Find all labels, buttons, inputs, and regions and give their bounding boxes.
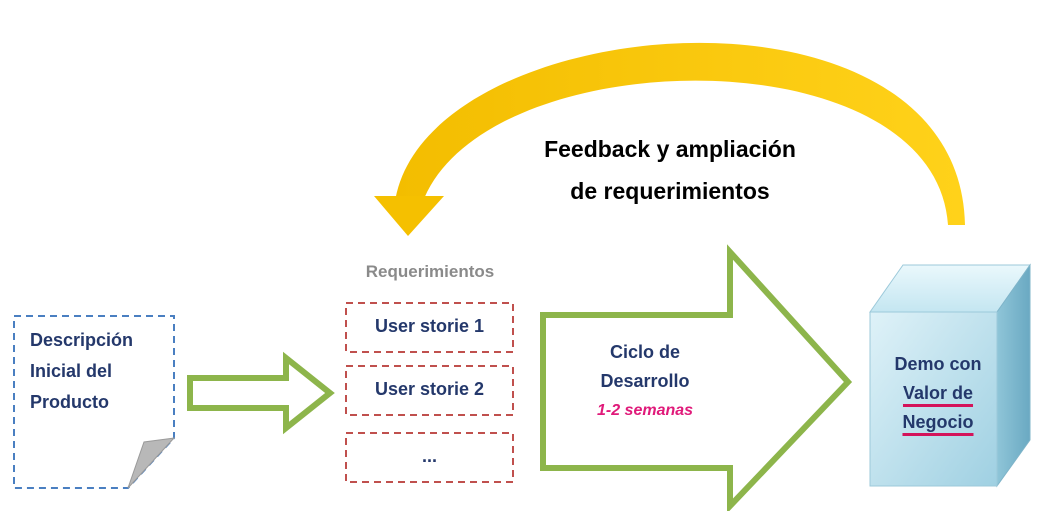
feedback-arrow bbox=[374, 42, 965, 236]
development-cycle-arrow bbox=[540, 244, 853, 511]
user-story-2-label: User storie 2 bbox=[374, 379, 485, 399]
feedback-label: Feedback y ampliación de requerimientos bbox=[470, 128, 870, 212]
user-story-1-label: User storie 1 bbox=[374, 316, 485, 336]
feedback-line-1: Feedback y ampliación bbox=[544, 136, 796, 162]
description-document bbox=[13, 315, 176, 489]
demo-cube bbox=[869, 263, 1031, 488]
demo-line-3: Negocio bbox=[902, 412, 974, 432]
demo-line-1: Demo con bbox=[894, 354, 982, 374]
user-story-box-2 bbox=[345, 365, 514, 416]
cycle-duration: 1-2 semanas bbox=[596, 402, 694, 419]
requirements-title: Requerimientos bbox=[365, 262, 495, 281]
user-story-more-label: ... bbox=[421, 446, 437, 466]
demo-label: Demo con Valor de Negocio bbox=[878, 350, 998, 437]
description-line-3: Producto bbox=[30, 392, 109, 412]
description-label: Descripción Inicial del Producto bbox=[30, 325, 170, 418]
flow-arrow-to-requirements bbox=[187, 351, 335, 435]
feedback-line-2: de requerimientos bbox=[570, 178, 770, 204]
demo-line-2: Valor de bbox=[902, 383, 974, 403]
description-line-1: Descripción bbox=[30, 330, 134, 350]
description-line-2: Inicial del bbox=[30, 361, 113, 381]
user-story-box-1 bbox=[345, 302, 514, 353]
cycle-line-2: Desarrollo bbox=[600, 371, 690, 391]
user-story-box-3 bbox=[345, 432, 514, 483]
cycle-label: Ciclo de Desarrollo 1-2 semanas bbox=[560, 338, 730, 425]
cycle-line-1: Ciclo de bbox=[609, 342, 680, 362]
